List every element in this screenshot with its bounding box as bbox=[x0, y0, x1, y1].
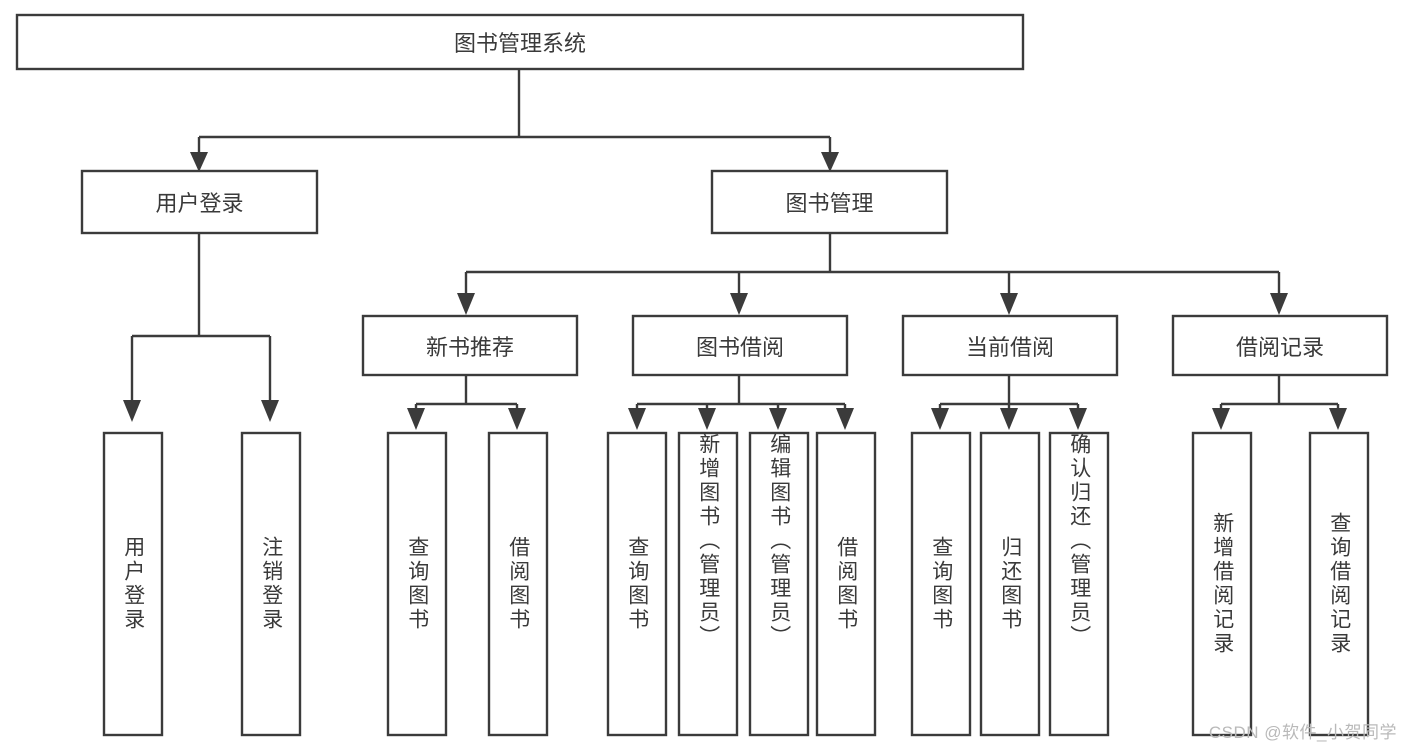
csdn-watermark: CSDN @软件_小贺同学 bbox=[1208, 723, 1397, 742]
node-borrow-record-box[interactable] bbox=[1171, 314, 1389, 377]
node-book-management-box[interactable] bbox=[710, 169, 949, 235]
connector-bookmgmt-to-level3 bbox=[457, 233, 1288, 315]
connector-borrowrecord-to-leaves bbox=[1212, 375, 1347, 430]
connector-bookborrow-to-leaves bbox=[628, 375, 854, 430]
leaf-box-borrow-edit[interactable] bbox=[748, 431, 810, 737]
leaf-box-user-login[interactable] bbox=[102, 431, 164, 737]
leaf-box-current-confirm[interactable] bbox=[1048, 431, 1110, 737]
connector-currentborrow-to-leaves bbox=[931, 375, 1087, 430]
leaf-box-current-query[interactable] bbox=[910, 431, 972, 737]
leaf-box-current-return[interactable] bbox=[979, 431, 1041, 737]
connector-userlogin-to-leaves bbox=[123, 233, 279, 422]
node-book-borrow-box[interactable] bbox=[631, 314, 849, 377]
node-user-login-box[interactable] bbox=[80, 169, 319, 235]
connector-root-to-level2 bbox=[190, 69, 839, 172]
leaf-box-borrow-lend[interactable] bbox=[815, 431, 877, 737]
node-root-box[interactable] bbox=[15, 13, 1025, 71]
node-new-book-recommend-box[interactable] bbox=[361, 314, 579, 377]
connector-newbook-to-leaves bbox=[407, 375, 526, 430]
leaf-box-borrow-add[interactable] bbox=[677, 431, 739, 737]
leaf-box-borrow-query[interactable] bbox=[606, 431, 668, 737]
leaf-box-record-query[interactable] bbox=[1308, 431, 1370, 737]
leaf-box-user-logout[interactable] bbox=[240, 431, 302, 737]
leaf-box-newbook-query[interactable] bbox=[386, 431, 448, 737]
leaf-box-newbook-borrow[interactable] bbox=[487, 431, 549, 737]
node-current-borrow-box[interactable] bbox=[901, 314, 1119, 377]
leaf-box-record-add[interactable] bbox=[1191, 431, 1253, 737]
